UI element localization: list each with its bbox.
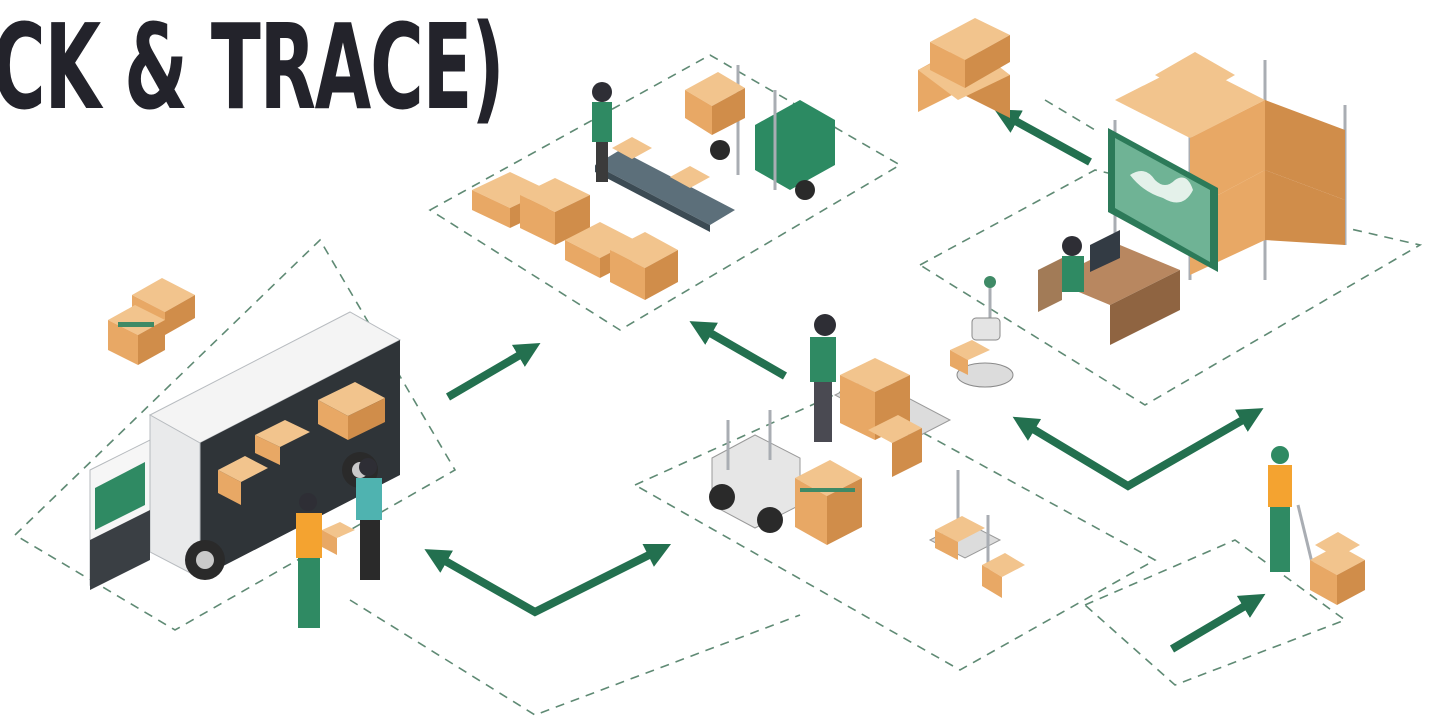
warehouse-shelving <box>1113 52 1347 280</box>
zones <box>13 54 1423 716</box>
arrow-to-staging <box>445 342 541 401</box>
zone-pallet-staging <box>428 54 902 331</box>
zone-order-picking <box>1083 539 1347 686</box>
arrow-warehouse-exchange <box>1012 408 1264 491</box>
pallet-stack-1 <box>472 172 590 245</box>
pallet-stack-2 <box>565 222 678 300</box>
page-title: CK & TRACE) <box>0 0 505 136</box>
arrow-picking-inbound <box>1169 593 1266 653</box>
zone-outbound-path <box>349 599 801 716</box>
office-desk <box>1038 230 1180 345</box>
pallet-staging-scene <box>472 65 835 300</box>
order-picking-scene <box>1268 446 1365 605</box>
zone-goods-handling <box>633 389 1157 671</box>
delivery-truck <box>89 311 402 590</box>
goods-handling-scene <box>709 314 1025 598</box>
loose-boxes <box>108 278 195 365</box>
zone-warehouse-office <box>918 169 1423 406</box>
tracking-display-board <box>1108 128 1218 272</box>
zone-pallet-path <box>1044 99 1096 131</box>
arrow-loading-exchange <box>424 543 672 617</box>
truck-workers <box>296 458 382 628</box>
delivery-robot <box>950 276 1014 388</box>
zone-truck-loading <box>13 238 457 631</box>
arrow-to-outbound-pallet <box>994 109 1092 166</box>
outbound-pallet <box>918 18 1010 118</box>
flow-arrows <box>424 109 1266 653</box>
arrow-staging-return <box>689 321 787 380</box>
